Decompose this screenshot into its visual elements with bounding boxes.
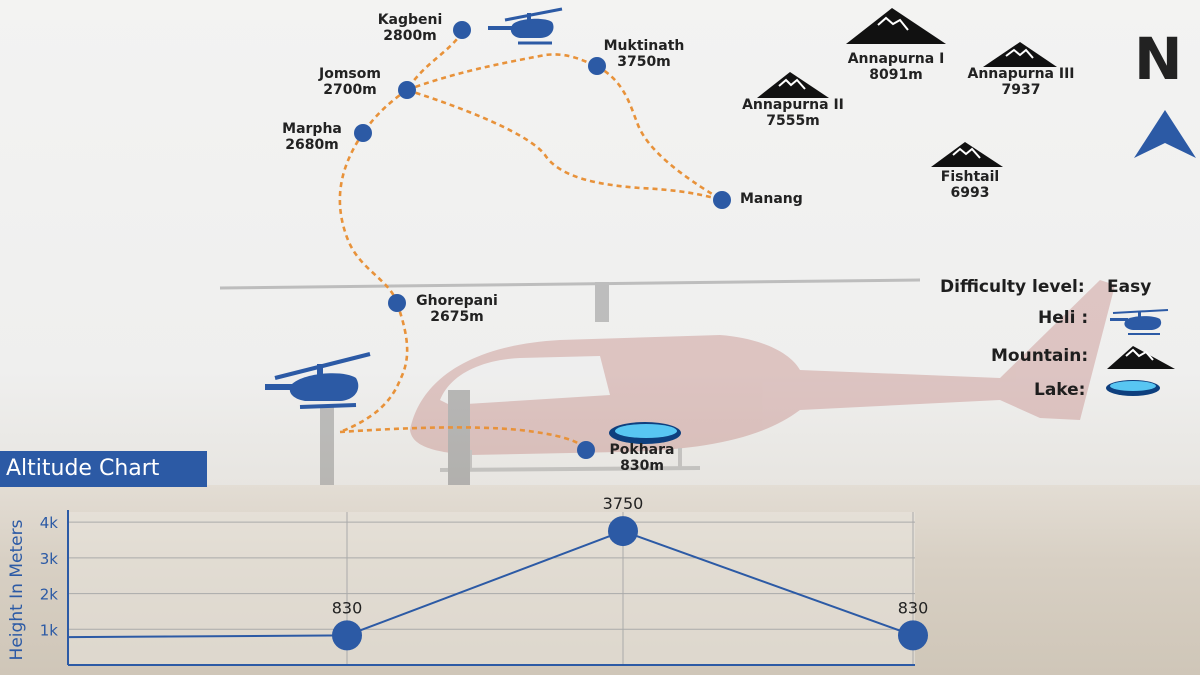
legend-heli-label: Heli : (1038, 308, 1089, 328)
north-arrow-icon (1134, 110, 1196, 158)
chart-plot-area (68, 512, 915, 665)
chart-data-label: 830 (898, 598, 929, 617)
marker-marpha[interactable] (354, 124, 372, 142)
legend-difficulty-value: Easy (1107, 277, 1152, 297)
legend-mountain-label: Mountain: (991, 346, 1089, 366)
helicopter-icon (488, 7, 563, 45)
mountain-icon (757, 72, 829, 98)
legend-lake-icon (1106, 380, 1160, 396)
mountain-icon (983, 42, 1057, 67)
helicopter-icon (265, 352, 371, 409)
chart-data-point (608, 516, 638, 547)
mountain-icon (931, 142, 1003, 167)
legend-helicopter-icon (1110, 309, 1169, 335)
legend-lake-label: Lake: (1034, 380, 1086, 400)
north-label: N (1134, 25, 1183, 93)
chart-data-point (898, 620, 928, 651)
chart-y-tick-label: 4k (40, 514, 59, 532)
chart-series-line (67, 530, 914, 639)
marker-kagbeni[interactable] (453, 21, 471, 39)
chart-title: Altitude Chart (0, 451, 207, 487)
chart-data-point (332, 620, 362, 651)
mountain-icon (846, 8, 946, 44)
chart-y-tick-label: 1k (40, 621, 59, 639)
marker-manang[interactable] (713, 191, 731, 209)
legend-difficulty-label: Difficulty level: (940, 277, 1085, 297)
chart-y-axis-label: Height In Meters (7, 519, 27, 660)
marker-ghorepani[interactable] (388, 294, 406, 312)
chart-data-label: 830 (332, 598, 363, 617)
chart-data-label: 3750 (603, 494, 644, 513)
chart-y-tick-label: 3k (40, 550, 59, 568)
lake-icon (609, 422, 681, 444)
marker-jomsom[interactable] (398, 81, 416, 99)
marker-muktinath[interactable] (588, 57, 606, 75)
legend-mountain-icon (1107, 346, 1175, 369)
place-label-manang: Manang (740, 191, 803, 207)
marker-pokhara[interactable] (577, 441, 595, 459)
chart-y-tick-label: 2k (40, 586, 59, 604)
